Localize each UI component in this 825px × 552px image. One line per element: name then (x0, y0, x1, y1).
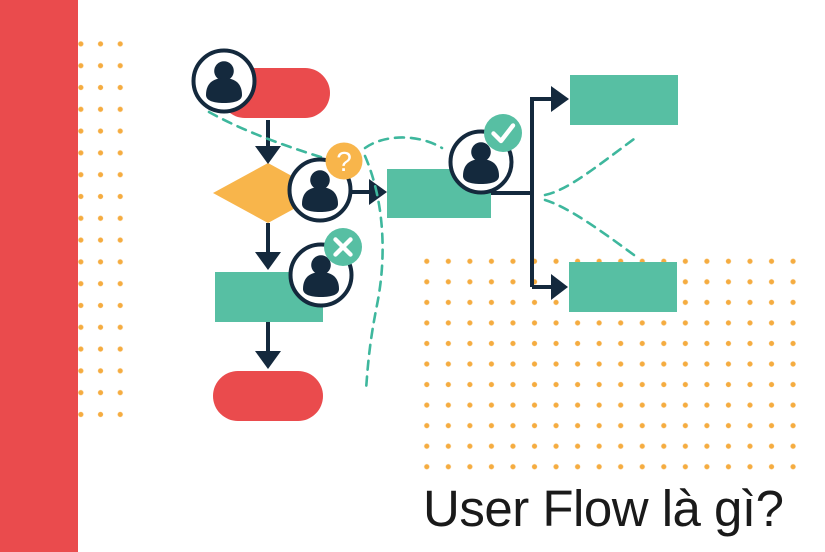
arrow-right-icon (369, 179, 387, 205)
question-glyph: ? (336, 146, 352, 177)
fail-badge-icon (324, 228, 362, 266)
flow-connectors (255, 86, 569, 369)
user-avatar-icon (191, 48, 257, 114)
page-title: User Flow là gì? (423, 480, 784, 537)
outcome-top-right-rect (570, 75, 678, 125)
success-badge-icon (484, 114, 522, 152)
question-badge-icon: ? (325, 142, 363, 180)
left-accent-bar (0, 0, 78, 552)
outcome-bottom-right-rect (569, 262, 677, 312)
arrow-right-icon (551, 274, 568, 300)
arrow-down-icon (255, 252, 281, 270)
dashed-flow-paths (207, 110, 636, 392)
arrow-right-icon (551, 86, 569, 112)
arrow-down-icon (255, 351, 281, 369)
arrow-down-icon (255, 146, 281, 164)
dot-grid-left (71, 33, 130, 425)
end-node-pill (213, 371, 323, 421)
